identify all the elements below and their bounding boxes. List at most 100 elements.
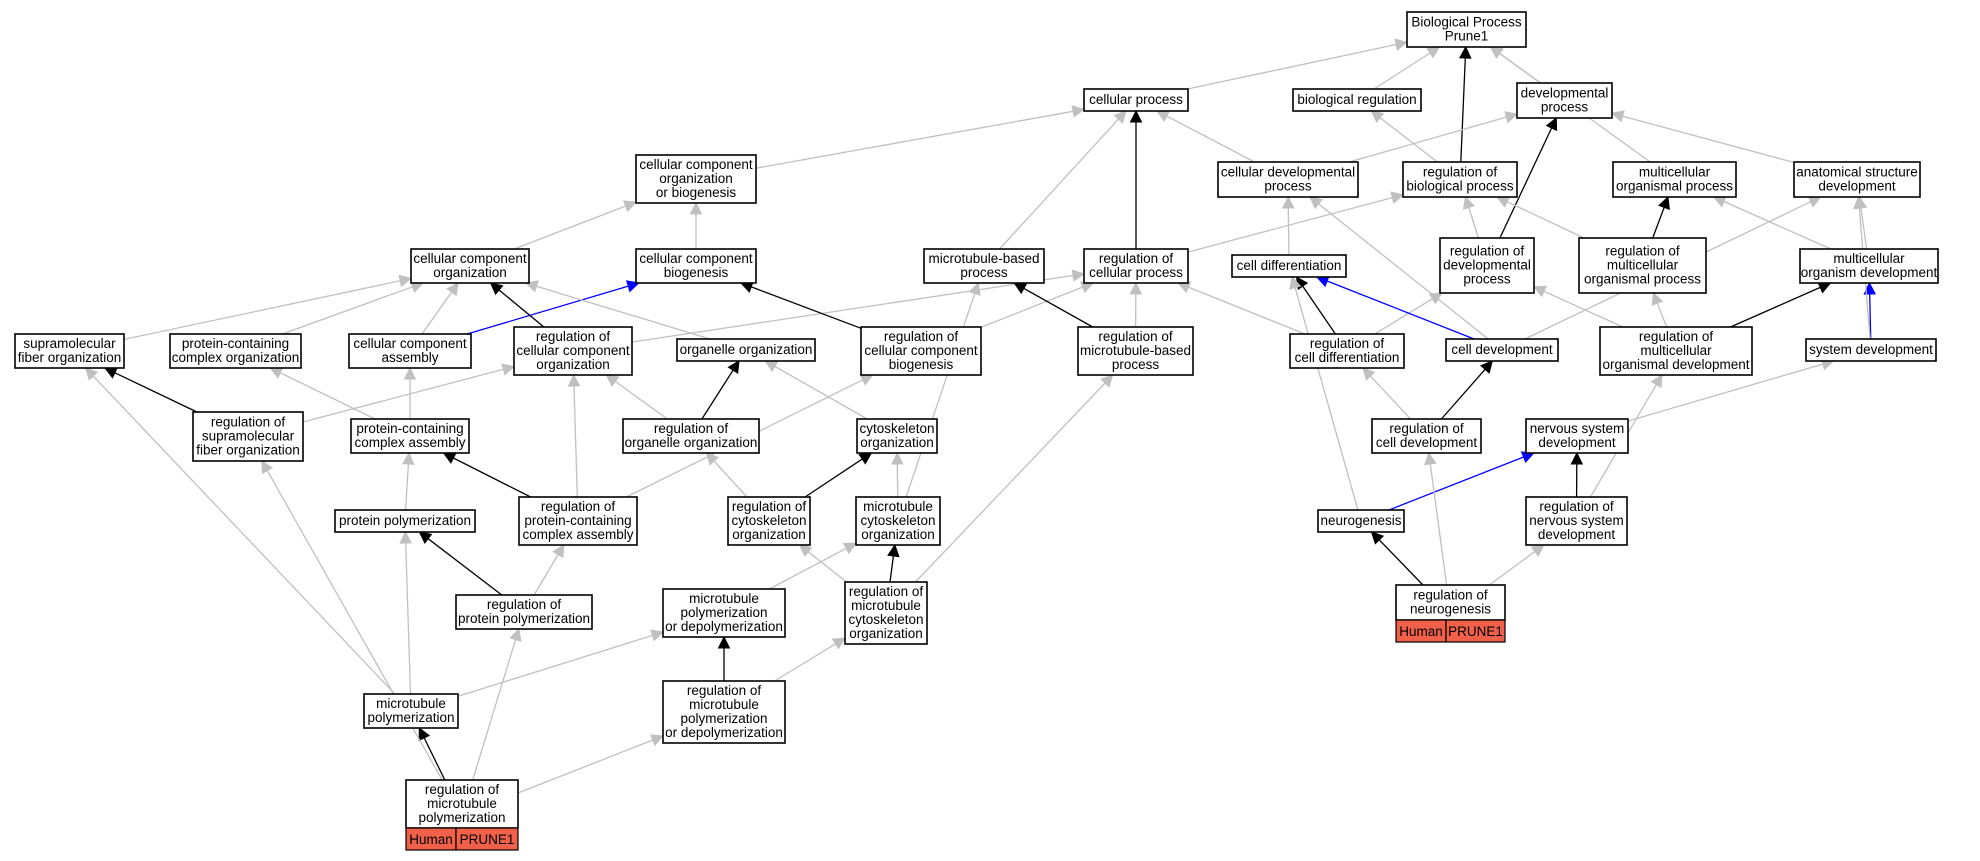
edge-rng-to-rcdev [1424, 451, 1448, 586]
node-box [363, 693, 459, 729]
edge-rdp-to-devp [1499, 116, 1558, 239]
edge-pp-to-pcca [402, 451, 415, 511]
go-term-node-sd[interactable]: system development [1805, 338, 1937, 362]
node-label-line: fiber organization [18, 350, 122, 365]
node-label-line: microtubule-based [1080, 343, 1191, 358]
go-term-node-oo[interactable]: organelle organization [676, 338, 816, 362]
node-box [513, 326, 633, 376]
arrowhead [1863, 281, 1877, 295]
node-label-line: multicellular [1607, 258, 1679, 273]
edge-rng-to-ng [1370, 531, 1424, 586]
edge-line [1652, 207, 1665, 239]
node-label-line: cellular component [413, 251, 527, 266]
go-term-node-cdev[interactable]: cell development [1445, 338, 1559, 362]
arrowhead [1426, 46, 1441, 59]
node-box [1077, 326, 1194, 376]
node-label-line: process [1264, 179, 1312, 194]
arrowhead [1712, 195, 1727, 208]
edge-line [453, 457, 531, 498]
node-label-line: biological regulation [1297, 92, 1416, 107]
edge-rmp-to-rpp [472, 627, 522, 781]
edge-breg-to-bp [1373, 46, 1441, 90]
edge-rcdev-to-rcd [1362, 367, 1412, 420]
node-box [1083, 248, 1189, 284]
go-term-node-pp[interactable]: protein polymerization [334, 509, 476, 533]
edge-line [513, 205, 626, 250]
node-label-line: organism development [1801, 265, 1938, 280]
arrowhead [398, 274, 413, 288]
edge-line [114, 372, 198, 413]
node-label-line: Biological Process [1411, 15, 1522, 30]
go-term-node-rmcso[interactable]: regulation ofmicrotubulecytoskeletonorga… [844, 581, 928, 645]
go-term-node-cdiff[interactable]: cell differentiation [1231, 254, 1347, 278]
edge-line [1506, 201, 1585, 239]
arrowhead [1071, 105, 1086, 118]
edge-roo-to-rcco [605, 374, 668, 420]
edge-line [405, 542, 412, 695]
edge-line [1488, 550, 1536, 586]
edge-rccb-to-ccb [739, 281, 862, 329]
go-term-node-cp[interactable]: cellular process [1083, 88, 1189, 112]
go-term-node-ng[interactable]: neurogenesis [1317, 509, 1405, 533]
node-box [622, 418, 760, 454]
edge-rccb-to-rcp [980, 281, 1095, 328]
edge-line [1460, 57, 1466, 163]
edge-layer [84, 38, 1877, 794]
node-label-line: biogenesis [664, 265, 729, 280]
node-label-line: cytoskeleton [859, 421, 934, 436]
node-box [1317, 509, 1405, 533]
arrowhead [1545, 116, 1558, 132]
go-term-node-rmp[interactable]: regulation ofmicrotubulepolymerizationHu… [405, 779, 519, 851]
node-label-line: process [1112, 357, 1160, 372]
edge-line [427, 538, 503, 596]
node-box [1439, 237, 1535, 294]
go-term-node-breg[interactable]: biological regulation [1292, 88, 1422, 112]
node-box [1395, 584, 1506, 621]
node-label-line: developmental [1443, 258, 1531, 273]
node-label-line: cellular component [516, 343, 630, 358]
go-term-node-rmpd[interactable]: regulation ofmicrotubulepolymerizationor… [662, 680, 786, 744]
arrowhead [1370, 531, 1385, 545]
edge-mcso-to-mbp [905, 281, 981, 498]
node-label-line: anatomical structure [1796, 165, 1918, 180]
arrowhead [1817, 281, 1832, 294]
edge-line [1543, 290, 1624, 328]
